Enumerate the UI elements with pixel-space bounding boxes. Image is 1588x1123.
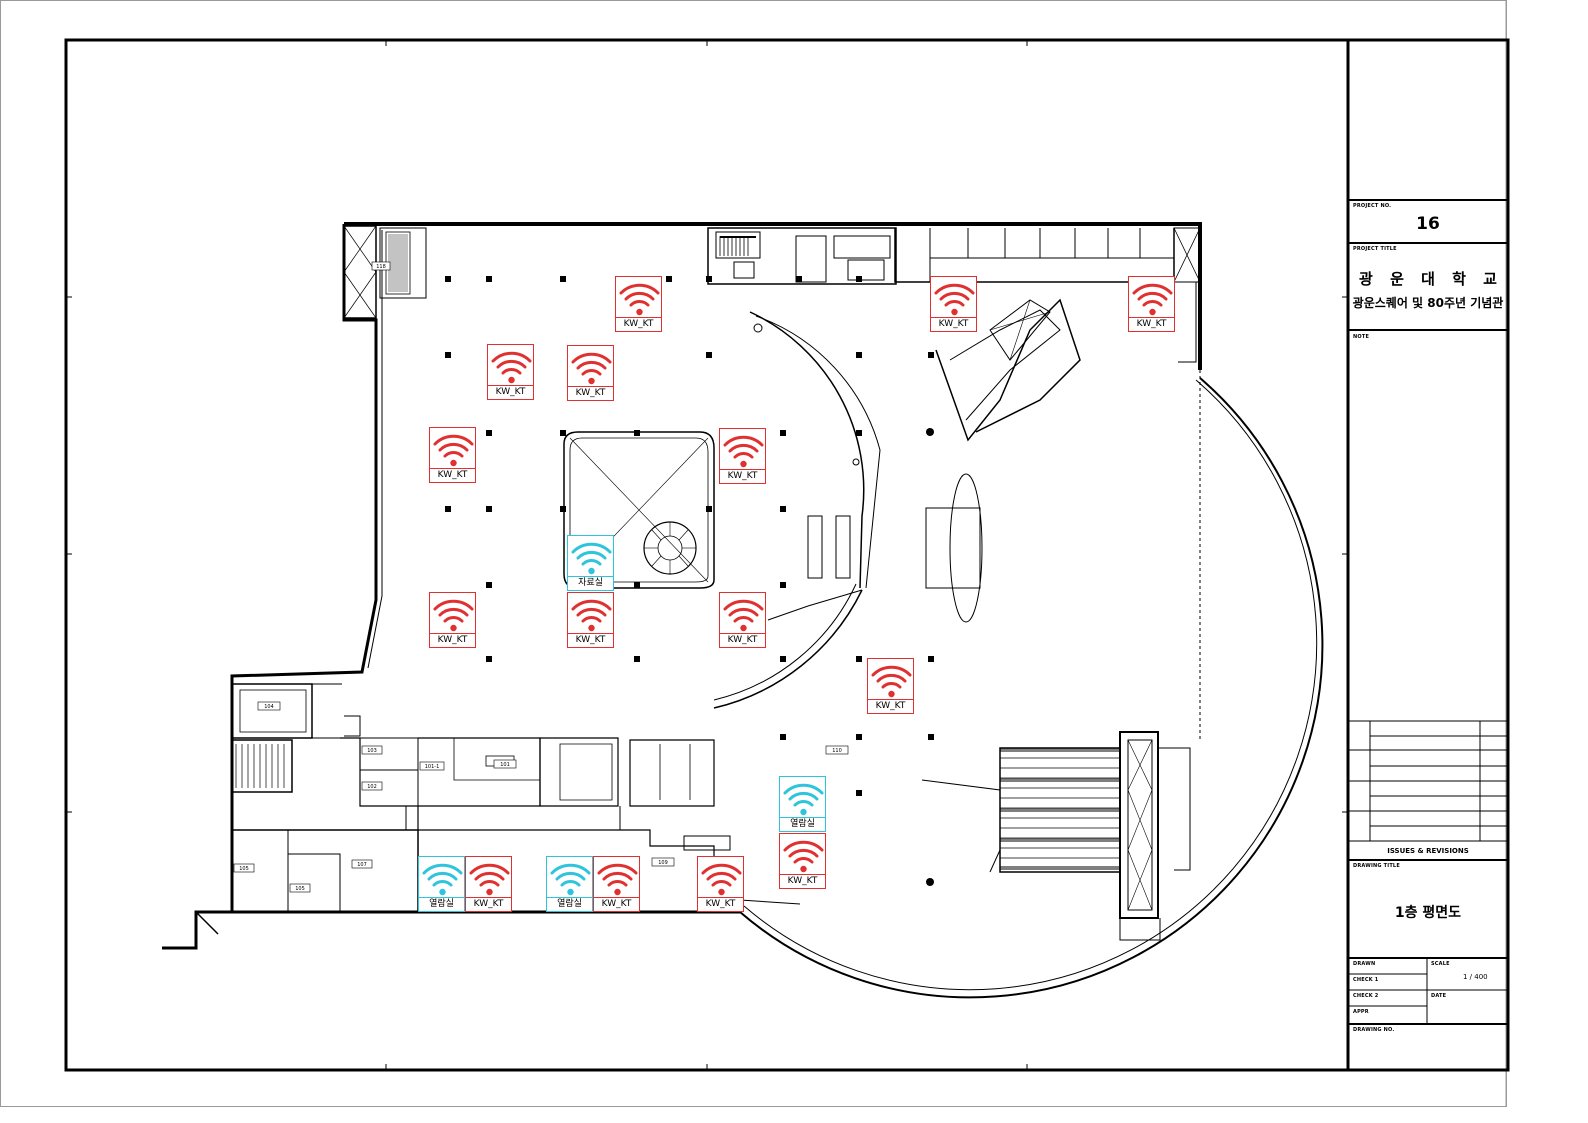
note-label: NOTE bbox=[1353, 334, 1370, 340]
wifi-icon bbox=[433, 599, 474, 632]
wifi-kw-kt-marker: KW_KT bbox=[465, 856, 512, 912]
room-tag: 101-1 bbox=[425, 764, 440, 770]
wifi-icon bbox=[701, 863, 742, 896]
issues-label: ISSUES & REVISIONS bbox=[1387, 847, 1469, 855]
wifi-kw-kt-marker: KW_KT bbox=[429, 592, 476, 648]
room-tag: 102 bbox=[367, 784, 377, 790]
room-tag: 103 bbox=[367, 748, 377, 754]
wifi-label: KW_KT bbox=[575, 635, 606, 645]
wifi-icon bbox=[723, 599, 764, 632]
wifi-label: KW_KT bbox=[727, 471, 758, 481]
wifi-reading-room-marker: 열람실 bbox=[418, 856, 465, 912]
wifi-label: KW_KT bbox=[875, 701, 906, 711]
wifi-icon bbox=[619, 283, 660, 316]
project-title-line1: 광 운 대 학 교 bbox=[1359, 270, 1503, 288]
wifi-icon bbox=[934, 283, 975, 316]
check1-label: CHECK 1 bbox=[1353, 977, 1379, 983]
room-tag: 105 bbox=[295, 886, 305, 892]
scale-label: SCALE bbox=[1431, 961, 1450, 967]
project-no-label: PROJECT NO. bbox=[1353, 203, 1392, 209]
room-tag: 118 bbox=[376, 264, 386, 270]
wifi-icon bbox=[871, 665, 912, 698]
project-title-line2: 광운스퀘어 및 80주년 기념관 bbox=[1352, 296, 1504, 310]
scale-value: 1 / 400 bbox=[1463, 973, 1488, 981]
room-tags: 104 103 101-1 101 102 105 105 107 109 11… bbox=[233, 261, 849, 893]
wifi-icon bbox=[550, 863, 591, 896]
wifi-kw-kt-marker: KW_KT bbox=[567, 592, 614, 648]
wifi-icon bbox=[433, 434, 474, 467]
room-tag: 105 bbox=[239, 866, 249, 872]
wifi-kw-kt-marker: KW_KT bbox=[697, 856, 744, 912]
wifi-kw-kt-marker: KW_KT bbox=[867, 658, 914, 714]
wifi-icon bbox=[571, 599, 612, 632]
page-border bbox=[0, 0, 1507, 1107]
wifi-label: KW_KT bbox=[575, 388, 606, 398]
room-tag: 109 bbox=[658, 860, 668, 866]
room-tag: 110 bbox=[832, 748, 842, 754]
wifi-icon bbox=[469, 863, 510, 896]
column-grid bbox=[445, 276, 934, 886]
wifi-label: KW_KT bbox=[705, 899, 736, 909]
wifi-label: KW_KT bbox=[495, 387, 526, 397]
wifi-label: 자료실 bbox=[578, 578, 603, 588]
drawn-label: DRAWN bbox=[1353, 961, 1376, 967]
wifi-reading-room-marker: 열람실 bbox=[779, 776, 826, 832]
wifi-label: KW_KT bbox=[473, 899, 504, 909]
wifi-label: KW_KT bbox=[938, 319, 969, 329]
room-tag: 104 bbox=[264, 704, 274, 710]
wifi-kw-kt-marker: KW_KT bbox=[719, 428, 766, 484]
room-tag: 107 bbox=[357, 862, 367, 868]
wifi-icon bbox=[571, 352, 612, 385]
wifi-label: 열람실 bbox=[790, 819, 815, 829]
wifi-kw-kt-marker: KW_KT bbox=[1128, 276, 1175, 332]
wifi-kw-kt-marker: KW_KT bbox=[719, 592, 766, 648]
wifi-label: KW_KT bbox=[1136, 319, 1167, 329]
room-tag: 101 bbox=[500, 762, 510, 768]
project-title-label: PROJECT TITLE bbox=[1353, 246, 1397, 252]
wifi-icon bbox=[783, 840, 824, 873]
wifi-label: KW_KT bbox=[727, 635, 758, 645]
project-no: 16 bbox=[1416, 214, 1440, 234]
drawing-no-label: DRAWING NO. bbox=[1353, 1027, 1395, 1033]
wifi-label: KW_KT bbox=[437, 635, 468, 645]
wifi-label: KW_KT bbox=[601, 899, 632, 909]
appr-label: APPR bbox=[1353, 1009, 1369, 1015]
wifi-icon bbox=[783, 783, 824, 816]
wifi-kw-kt-marker: KW_KT bbox=[567, 345, 614, 401]
wifi-icon bbox=[491, 351, 532, 384]
wifi-kw-kt-marker: KW_KT bbox=[615, 276, 662, 332]
drawing-title: 1층 평면도 bbox=[1394, 905, 1462, 921]
wifi-kw-kt-marker: KW_KT bbox=[593, 856, 640, 912]
wifi-label: KW_KT bbox=[787, 876, 818, 886]
wifi-icon bbox=[597, 863, 638, 896]
wifi-kw-kt-marker: KW_KT bbox=[930, 276, 977, 332]
check2-label: CHECK 2 bbox=[1353, 993, 1379, 999]
wifi-label: KW_KT bbox=[437, 470, 468, 480]
wifi-label: 열람실 bbox=[557, 899, 582, 909]
wifi-icon bbox=[1132, 283, 1173, 316]
wifi-kw-kt-marker: KW_KT bbox=[779, 833, 826, 889]
stair-hatch bbox=[720, 236, 1120, 870]
date-label: DATE bbox=[1431, 993, 1447, 999]
wifi-label: 열람실 bbox=[429, 899, 454, 909]
wifi-icon bbox=[571, 542, 612, 575]
wifi-reading-room-marker: 자료실 bbox=[567, 535, 614, 591]
wifi-icon bbox=[723, 435, 764, 468]
wifi-kw-kt-marker: KW_KT bbox=[429, 427, 476, 483]
wifi-icon bbox=[422, 863, 463, 896]
drawing-title-label: DRAWING TITLE bbox=[1353, 863, 1400, 869]
wifi-kw-kt-marker: KW_KT bbox=[487, 344, 534, 400]
wifi-reading-room-marker: 열람실 bbox=[546, 856, 593, 912]
stone-area bbox=[388, 234, 408, 292]
drawing-frame bbox=[64, 38, 1510, 1072]
title-block bbox=[1346, 40, 1508, 1070]
wifi-label: KW_KT bbox=[623, 319, 654, 329]
